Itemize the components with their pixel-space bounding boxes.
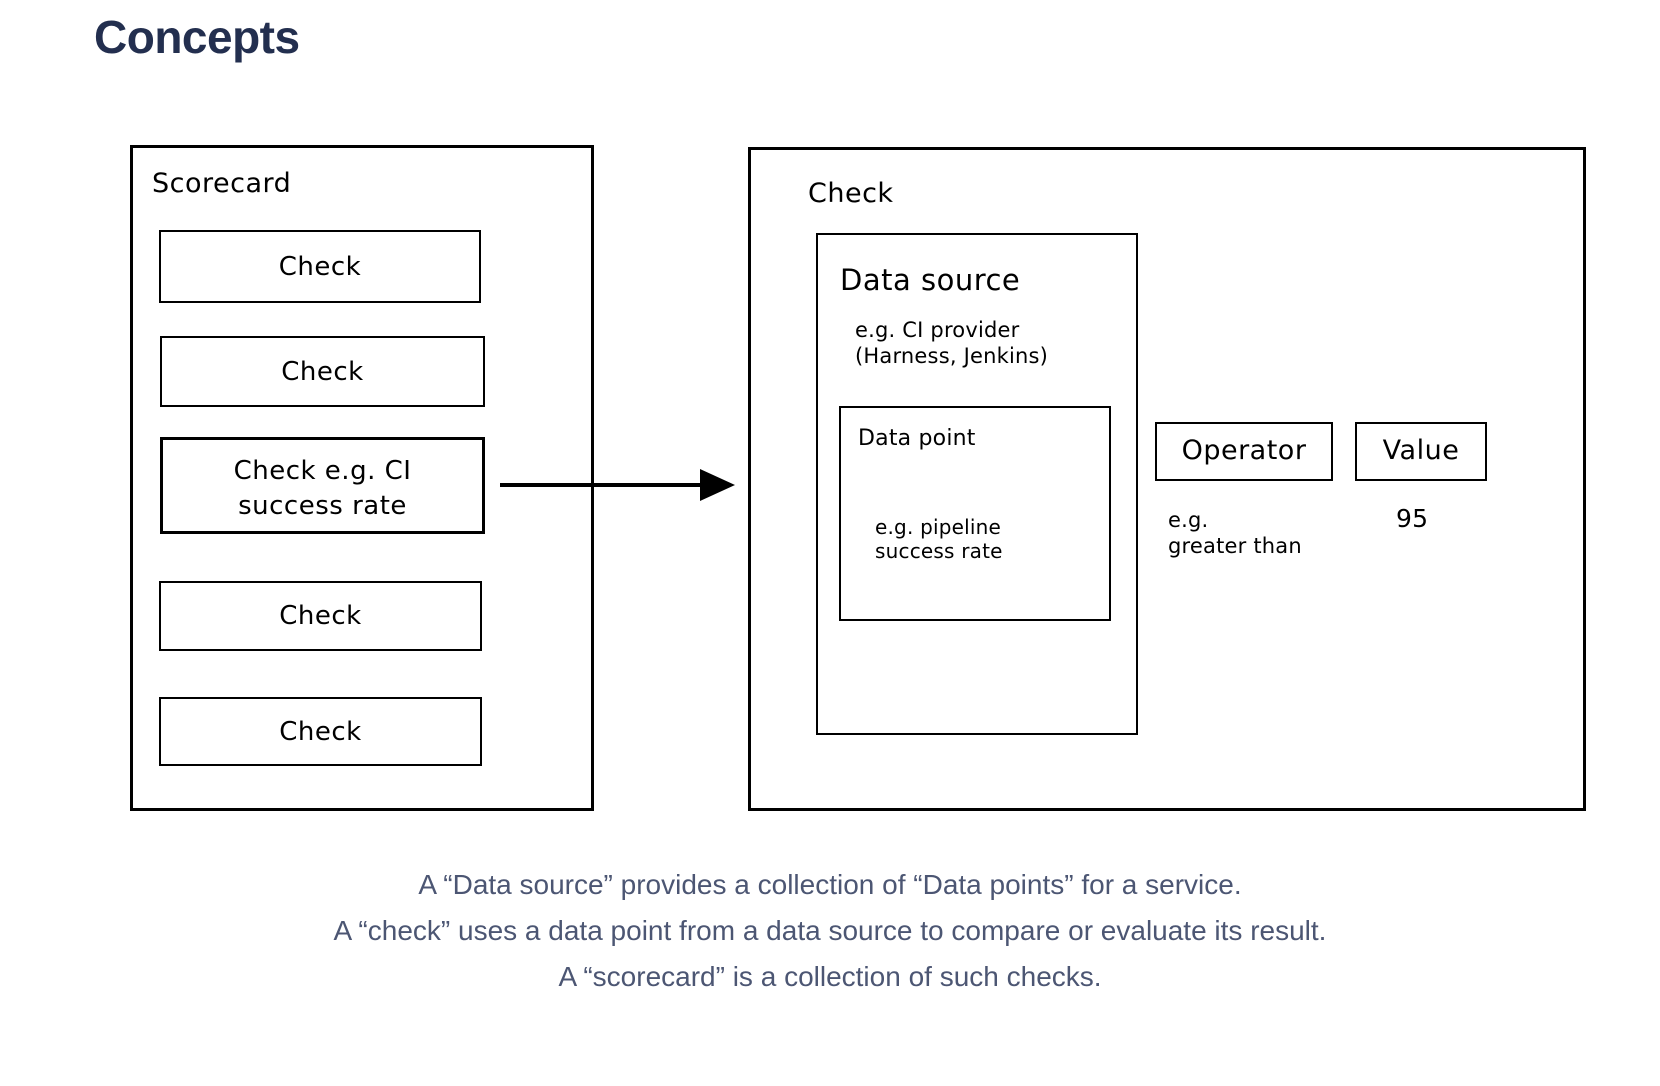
data-source-title: Data source (840, 263, 1021, 297)
scorecard-check-2[interactable]: Check (160, 336, 485, 407)
scorecard-to-check-arrow (500, 469, 735, 501)
data-point-box (839, 406, 1111, 621)
scorecard-check-2-label: Check (281, 357, 364, 387)
scorecard-check-5-label: Check (279, 717, 362, 747)
scorecard-check-1[interactable]: Check (159, 230, 481, 303)
operator-box: Operator (1155, 422, 1333, 481)
scorecard-check-1-label: Check (278, 252, 362, 282)
page-title: Concepts (94, 11, 300, 63)
caption-line-2: A “check” uses a data point from a data … (333, 915, 1327, 946)
value-box: Value (1355, 422, 1487, 481)
value-title: Value (1382, 435, 1460, 466)
data-point-example-line1: e.g. pipeline (875, 515, 1002, 539)
data-source-example: e.g. CI provider(Harness, Jenkins) (855, 318, 1048, 369)
operator-example-line2: greater than (1168, 533, 1302, 558)
scorecard-check-3-label-line2: success rate (238, 491, 407, 522)
check-detail-title: Check (808, 178, 894, 209)
operator-example: e.g.greater than (1168, 508, 1302, 559)
scorecard-check-3-label: Check e.g. CI success rate (163, 454, 482, 524)
operator-title: Operator (1181, 435, 1307, 466)
data-source-example-line1: e.g. CI provider (855, 318, 1020, 342)
scorecard-check-4-label: Check (279, 601, 362, 631)
data-point-title: Data point (858, 426, 976, 451)
scorecard-check-3[interactable]: Check e.g. CI success rate (160, 437, 485, 534)
scorecard-title: Scorecard (152, 168, 292, 199)
value-example: 95 (1396, 504, 1429, 533)
scorecard-check-5[interactable]: Check (159, 697, 482, 766)
scorecard-check-3-label-line1: Check e.g. CI (233, 456, 412, 486)
operator-example-line1: e.g. (1168, 508, 1209, 532)
data-point-example-line2: success rate (875, 539, 1003, 564)
data-source-example-line2: (Harness, Jenkins) (855, 343, 1049, 368)
scorecard-check-4[interactable]: Check (159, 581, 482, 651)
caption-line-1: A “Data source” provides a collection of… (418, 869, 1242, 900)
caption: A “Data source” provides a collection of… (0, 862, 1660, 1000)
caption-line-3: A “scorecard” is a collection of such ch… (558, 961, 1102, 992)
